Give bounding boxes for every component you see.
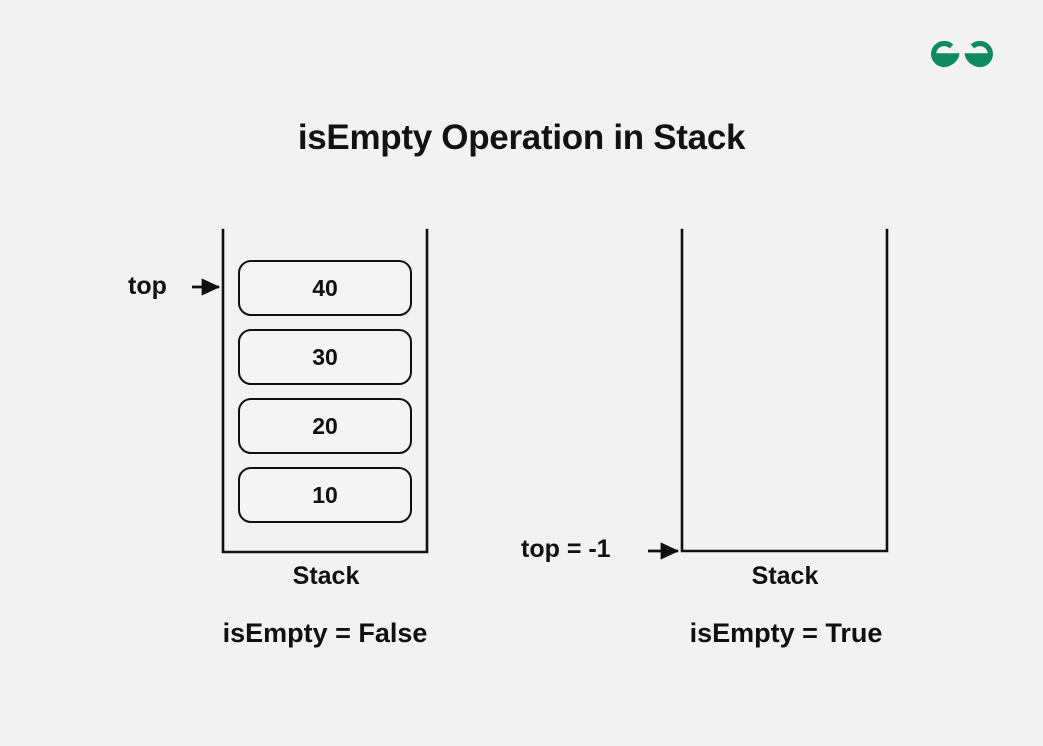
isempty-result-left: isEmpty = False (222, 618, 428, 648)
stack-cell: 30 (238, 329, 412, 385)
stack-caption-right: Stack (751, 562, 819, 590)
stack-cell: 10 (238, 467, 412, 523)
stack-caption-left: Stack (292, 562, 360, 590)
page-title: isEmpty Operation in Stack (297, 118, 746, 157)
top-pointer-label-left: top (128, 272, 167, 300)
isempty-result-right: isEmpty = True (689, 618, 883, 648)
top-pointer-label-right: top = -1 (521, 535, 611, 563)
stack-cell: 40 (238, 260, 412, 316)
stack-cell: 20 (238, 398, 412, 454)
geeksforgeeks-logo (928, 32, 996, 76)
